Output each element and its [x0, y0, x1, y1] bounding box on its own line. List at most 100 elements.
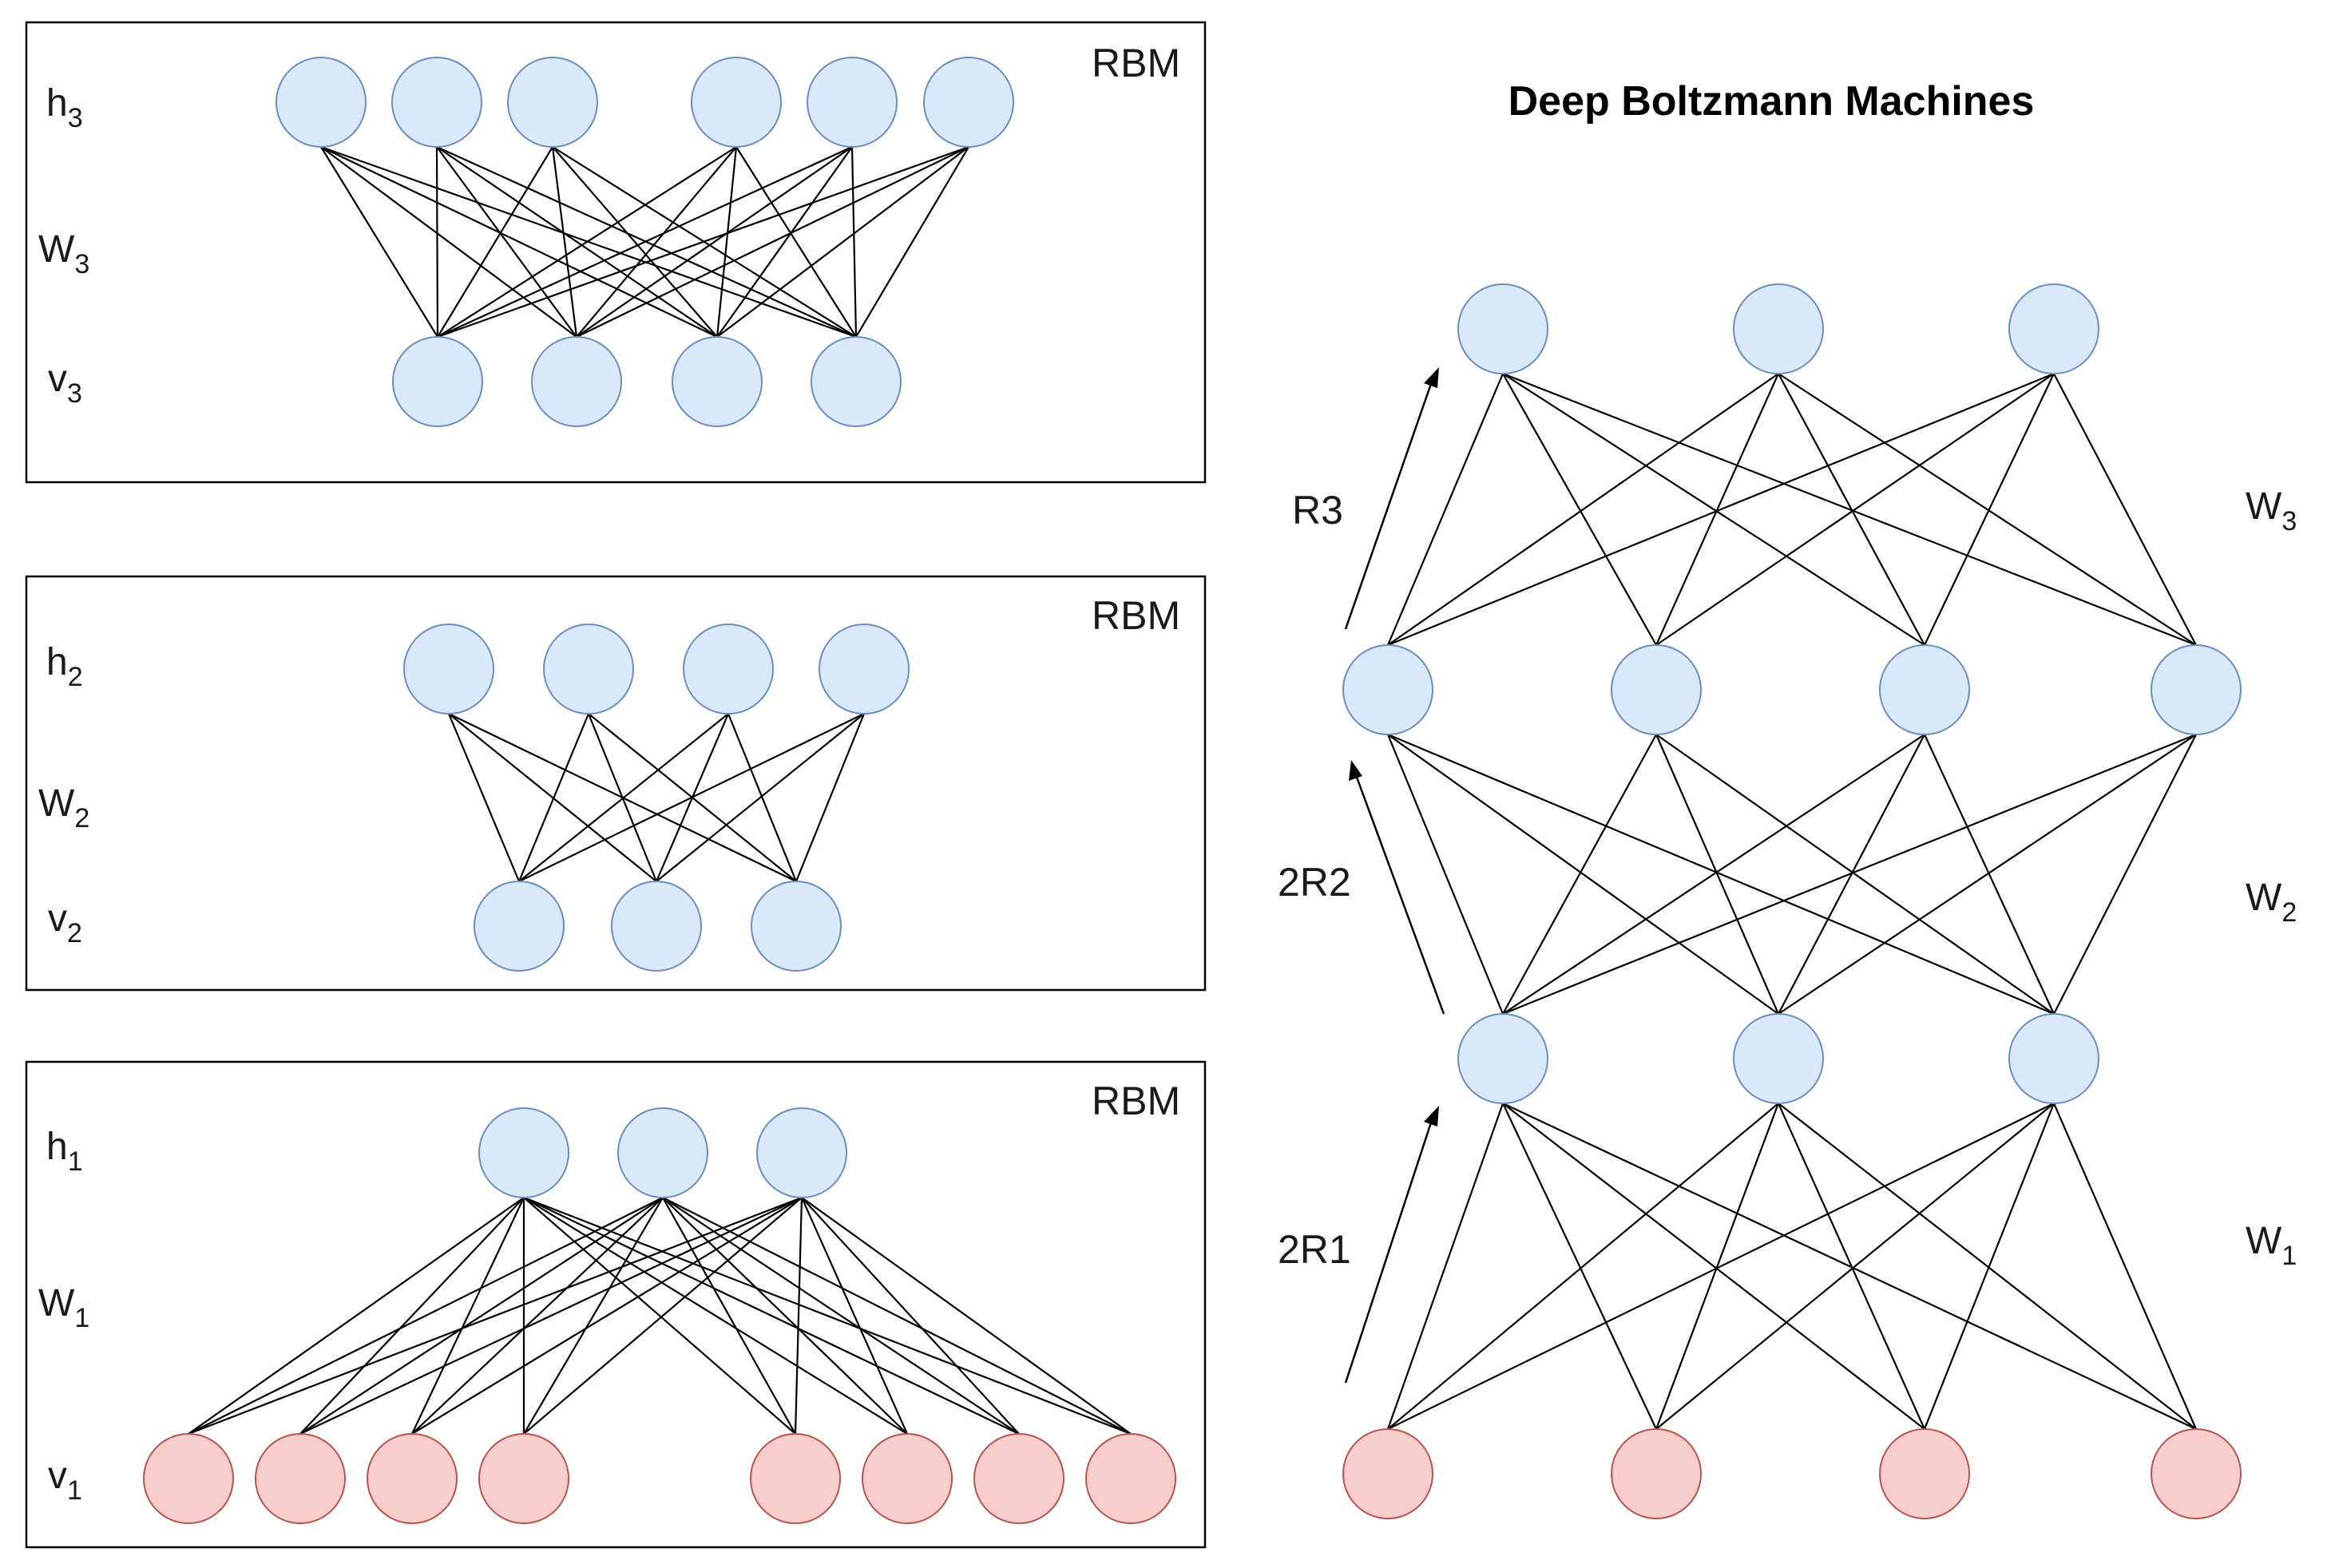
rbm-panel-3-bottom-label: v3 [48, 358, 82, 409]
dbm-layer-3-edge-2-4 [1778, 1103, 2197, 1430]
dbm-layer-1-edge-2-3 [1778, 373, 1925, 646]
rbm1-edge-3-6 [800, 1197, 909, 1435]
dbm-layer-2-edge-2-3 [1655, 734, 2055, 1015]
rbm1-bottom-unit-4 [478, 1433, 569, 1524]
dbm-layer-1-edge-3-2 [1655, 373, 2055, 646]
rbm3-edge-6-2 [576, 146, 969, 338]
rbm3-bottom-unit-1 [392, 336, 483, 427]
rbm1-edge-1-8 [523, 1196, 1132, 1435]
dbm-layer-2-edge-1-2 [1387, 734, 1779, 1015]
dbm-layer-3-edge-3-1 [1387, 1103, 2055, 1430]
rbm-panel-1-tag: RBM [1092, 1079, 1180, 1123]
rbm3-bottom-unit-2 [531, 336, 622, 427]
dbm-layer-2-edge-1-1 [1386, 734, 1504, 1015]
dbm-layer-2-edge-3-3 [1924, 734, 2055, 1015]
dbm-layer-3-edge-2-1 [1387, 1103, 1779, 1430]
rbm1-edge-2-3 [411, 1197, 664, 1435]
rbm3-edge-3-1 [437, 146, 553, 338]
dbm-layer-2-edge-4-3 [2053, 734, 2197, 1015]
rbm1-bottom-unit-8 [1085, 1433, 1176, 1524]
rbm-panel-1-weight-label: W1 [38, 1282, 89, 1333]
dbm-layer-2-unit-2 [1611, 644, 1702, 735]
dbm-layer-4-unit-4 [2151, 1428, 2242, 1519]
dbm-layer-3-edge-3-2 [1655, 1103, 2055, 1430]
rbm3-top-unit-4 [691, 57, 782, 148]
dbm-layer-1-edge-3-1 [1387, 372, 2055, 647]
rbm3-edge-1-3 [320, 146, 718, 338]
rbm3-edge-6-3 [716, 146, 969, 338]
rbm3-bottom-unit-4 [811, 336, 902, 427]
rbm-panel-3: RBM h3 W3 v3 [25, 21, 1207, 484]
dbm-layer-3-unit-3 [2008, 1013, 2099, 1104]
dbm-layer-1-edge-1-1 [1386, 373, 1504, 646]
rbm1-edge-1-1 [188, 1197, 525, 1435]
rbm1-edge-1-2 [299, 1197, 525, 1435]
rbm2-edge-4-2 [656, 713, 865, 882]
dbm-layer-2-edge-3-1 [1502, 734, 1925, 1015]
rbm2-top-unit-1 [403, 624, 494, 715]
rbm-panel-3-weight-label: W3 [38, 228, 89, 279]
dbm-layer-3-edge-3-4 [2052, 1103, 2198, 1430]
dbm-layer-3-edge-2-2 [1655, 1103, 1780, 1430]
rbm1-edge-1-6 [523, 1197, 908, 1435]
rbm2-edge-3-3 [727, 713, 798, 882]
rbm3-edge-5-1 [437, 146, 853, 338]
rbm2-edge-3-1 [518, 713, 729, 882]
rbm3-top-unit-6 [923, 57, 1014, 148]
dbm-layer-3-unit-1 [1457, 1013, 1548, 1104]
rbm3-top-unit-3 [507, 57, 598, 148]
dbm-weight-label-2: W2 [2246, 877, 2297, 928]
rbm1-bottom-unit-1 [143, 1433, 234, 1524]
rbm1-top-unit-1 [478, 1107, 569, 1198]
rbm3-edge-6-4 [855, 146, 969, 338]
rbm1-edge-1-7 [523, 1197, 1020, 1435]
dbm-layer-2-edge-4-1 [1502, 733, 2197, 1016]
rbm-panel-1-top-label: h1 [46, 1126, 83, 1177]
rbm1-edge-3-5 [794, 1197, 803, 1435]
dbm-layer-4-unit-2 [1611, 1428, 1702, 1519]
rbm1-edge-3-3 [411, 1197, 803, 1435]
rbm3-edge-5-3 [716, 146, 853, 338]
rbm-panel-1: RBM h1 W1 v1 [25, 1060, 1207, 1549]
rbm-panel-2: RBM h2 W2 v2 [25, 575, 1207, 992]
rbm1-edge-3-4 [523, 1197, 803, 1435]
rbm-panel-3-units [276, 57, 1014, 427]
rbm3-edge-6-1 [437, 145, 969, 339]
rbm1-top-unit-2 [617, 1107, 708, 1198]
dbm-layer-2-unit-4 [2151, 644, 2242, 735]
rbm2-edge-1-2 [448, 713, 657, 882]
rbm3-edge-4-2 [576, 146, 737, 338]
dbm-layer-2-edge-4-2 [1778, 734, 2197, 1015]
dbm-units [1342, 283, 2242, 1519]
rbm3-edge-2-3 [436, 146, 718, 338]
rbm-panel-2-top-label: h2 [46, 641, 83, 692]
rbm1-edge-2-7 [662, 1197, 1020, 1435]
dbm-layer-1-edge-3-4 [2053, 373, 2197, 646]
rbm2-edge-1-1 [447, 713, 521, 882]
rbm1-bottom-unit-5 [750, 1433, 841, 1524]
rbm1-edge-1-5 [523, 1197, 796, 1435]
dbm-title: Deep Boltzmann Machines [1508, 78, 2035, 125]
rbm1-edge-2-4 [523, 1197, 664, 1435]
rbm-panel-3-weights [320, 145, 969, 339]
rbm2-top-unit-4 [819, 624, 910, 715]
dbm-layer-3-unit-2 [1733, 1013, 1824, 1104]
rbm3-edge-5-2 [576, 146, 853, 338]
rbm3-edge-4-3 [716, 146, 738, 338]
rbm-panel-1-bottom-label: v1 [48, 1455, 82, 1506]
dbm-layer-3-edge-1-4 [1502, 1103, 2197, 1430]
dbm-layer-2-edge-2-2 [1655, 734, 1780, 1015]
dbm-layer-2-unit-3 [1879, 644, 1970, 735]
rbm3-edge-4-1 [437, 146, 737, 338]
dbm-layer-3-edge-1-3 [1502, 1103, 1925, 1430]
dbm-layer-1-edge-2-4 [1778, 373, 2197, 646]
rbm3-top-unit-5 [807, 57, 898, 148]
dbm-layer-1-edge-3-3 [1924, 373, 2055, 646]
dbm-layer-1-unit-1 [1457, 283, 1548, 374]
rbm3-edge-5-4 [850, 146, 858, 338]
rbm1-bottom-unit-2 [255, 1433, 346, 1524]
rbm-panel-2-weight-label: W2 [38, 782, 89, 833]
dbm-layer-1-edge-2-1 [1387, 373, 1779, 646]
rbm1-top-unit-3 [756, 1107, 847, 1198]
